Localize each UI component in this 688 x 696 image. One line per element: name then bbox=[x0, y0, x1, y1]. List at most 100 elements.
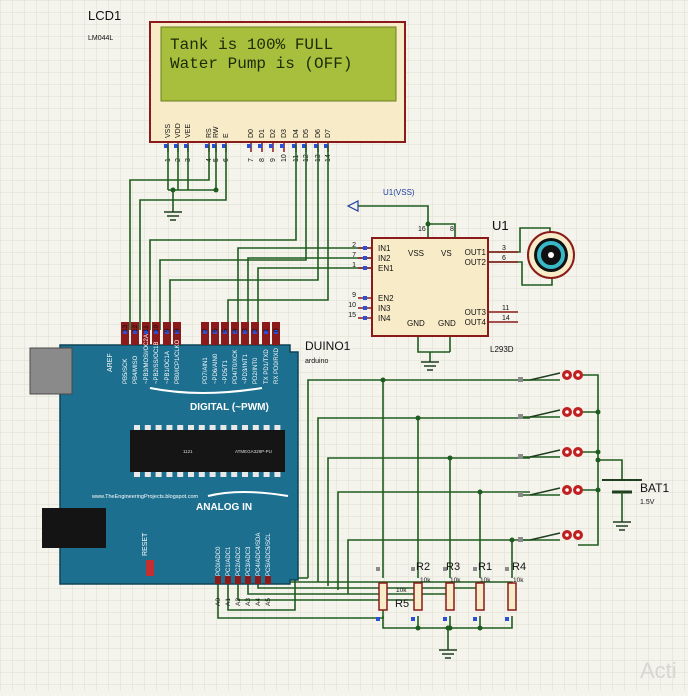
lcd-pin-number: 7 bbox=[248, 158, 255, 162]
resistor-value: 10k bbox=[396, 587, 407, 594]
lcd-pin-name: D6 bbox=[315, 129, 322, 138]
resistor-body bbox=[475, 582, 485, 611]
resistor-terminal-bottom bbox=[505, 617, 509, 621]
battery[interactable]: BAT1 1.5V bbox=[602, 479, 669, 508]
analog-pin-number: A2 bbox=[235, 598, 242, 606]
digital-pin-marker bbox=[264, 330, 268, 334]
lcd-pin-name: D3 bbox=[281, 129, 288, 138]
digital-pin-number: 13 bbox=[122, 324, 129, 332]
resistor-terminal-top bbox=[376, 567, 380, 571]
chip-pin bbox=[263, 425, 270, 430]
analog-pin-header[interactable] bbox=[225, 576, 231, 584]
resistor-value: 10k bbox=[450, 577, 461, 584]
aref-label: AREF bbox=[107, 353, 114, 372]
vss-tag[interactable]: U1(VSS) bbox=[346, 188, 415, 212]
wire-sw3 bbox=[327, 457, 530, 586]
wire-in1 bbox=[237, 247, 372, 330]
digital-pin-name: ~PB1/OC1A bbox=[165, 351, 171, 384]
lcd-pin-name: VDD bbox=[175, 123, 182, 138]
resistor-reference: R1 bbox=[478, 561, 492, 573]
analog-pin-header[interactable] bbox=[265, 576, 271, 584]
wire-lcd-d5 bbox=[159, 145, 307, 330]
analog-pin-name: PC0/ADC0 bbox=[216, 546, 222, 576]
arduino-reference: DUINO1 bbox=[305, 339, 351, 353]
lcd-pin-marker bbox=[292, 144, 296, 148]
driver-left-pin-number: 15 bbox=[348, 312, 356, 319]
analog-pin-name: PC5/ADC5/SCL bbox=[266, 533, 272, 576]
switch-blade bbox=[529, 449, 561, 458]
switch-button-highlight bbox=[576, 373, 580, 377]
chip-pin bbox=[209, 425, 216, 430]
resistor-terminal-top bbox=[411, 567, 415, 571]
lcd-pin-marker bbox=[247, 144, 251, 148]
analog-pin-header[interactable] bbox=[235, 576, 241, 584]
driver-left-pin-name: EN1 bbox=[378, 264, 394, 273]
lcd-pin-marker bbox=[258, 144, 262, 148]
switch-button-highlight bbox=[565, 450, 569, 454]
driver-right-pin-number: 14 bbox=[502, 315, 510, 322]
wire-lcd-d4 bbox=[149, 145, 297, 330]
analog-bracket bbox=[207, 491, 289, 497]
lcd-pin-name: D5 bbox=[303, 129, 310, 138]
digital-pin-marker bbox=[213, 330, 217, 334]
wire-vss bbox=[358, 205, 456, 238]
push-switch[interactable] bbox=[518, 407, 583, 419]
resistor-value: 10k bbox=[480, 577, 491, 584]
chip-pin bbox=[166, 425, 173, 430]
battery-reference: BAT1 bbox=[640, 481, 669, 495]
digital-pin-name: ~PD6/AIN0 bbox=[213, 353, 219, 384]
switch-button-highlight bbox=[576, 410, 580, 414]
wire-a0 bbox=[217, 580, 384, 619]
lcd-pin-name: E bbox=[223, 133, 230, 138]
motor-shaft bbox=[548, 252, 554, 258]
switch-terminal bbox=[518, 537, 523, 542]
dc-motor[interactable]: U1 bbox=[492, 218, 575, 279]
digital-pin-name: PD7/AIN1 bbox=[203, 357, 209, 384]
usb-connector bbox=[29, 347, 73, 395]
driver-right-pin-name: OUT3 bbox=[465, 308, 487, 317]
driver-gnd-label-1: GND bbox=[407, 319, 425, 328]
lcd-part-label: LM044L bbox=[88, 35, 113, 42]
analog-pin-name: PC3/ADC3 bbox=[246, 546, 252, 576]
push-switch[interactable] bbox=[518, 447, 583, 459]
digital-pin-marker bbox=[123, 330, 127, 334]
analog-pin-name: PC4/ADC4/SDA bbox=[256, 533, 262, 576]
lcd-pin-marker bbox=[184, 144, 188, 148]
chip-pins bbox=[134, 425, 281, 477]
driver-pin16-label: 16 bbox=[418, 226, 426, 233]
resistor-terminal-bottom bbox=[473, 617, 477, 621]
resistor-body bbox=[507, 582, 517, 611]
switch-button-highlight bbox=[565, 533, 569, 537]
arduino-board[interactable]: AREF RESET 13PB5/SCK12PB4/MISO11~PB3/MOS… bbox=[29, 322, 351, 606]
analog-pin-header[interactable] bbox=[215, 576, 221, 584]
digital-pin-marker bbox=[243, 330, 247, 334]
analog-pin-header[interactable] bbox=[255, 576, 261, 584]
chip-pin bbox=[209, 472, 216, 477]
lcd-pin-marker bbox=[280, 144, 284, 148]
lcd-pin-marker bbox=[174, 144, 178, 148]
lcd-pin-marker bbox=[222, 144, 226, 148]
chip-pin bbox=[166, 472, 173, 477]
driver-left-pin-name: IN3 bbox=[378, 304, 391, 313]
push-switch[interactable] bbox=[518, 370, 583, 382]
resistor[interactable]: R1 10k bbox=[473, 561, 492, 621]
resistor-reference: R2 bbox=[416, 561, 430, 573]
digital-pin-number: 7 bbox=[202, 328, 209, 332]
reset-button[interactable] bbox=[146, 560, 154, 576]
ground-icon-lcd bbox=[164, 211, 182, 221]
digital-pin-name: PD4/T0/XCK bbox=[233, 350, 239, 384]
analog-pin-header[interactable] bbox=[245, 576, 251, 584]
ground-symbols bbox=[164, 211, 631, 659]
digital-pin-marker bbox=[133, 330, 137, 334]
resistor-terminal-bottom bbox=[411, 617, 415, 621]
push-switch[interactable] bbox=[518, 485, 583, 497]
digital-pin-name: ~PD3/INT1 bbox=[243, 353, 249, 384]
junction-dots bbox=[170, 187, 601, 631]
push-switch[interactable] bbox=[518, 530, 583, 542]
ground-icon-battery bbox=[613, 521, 631, 531]
